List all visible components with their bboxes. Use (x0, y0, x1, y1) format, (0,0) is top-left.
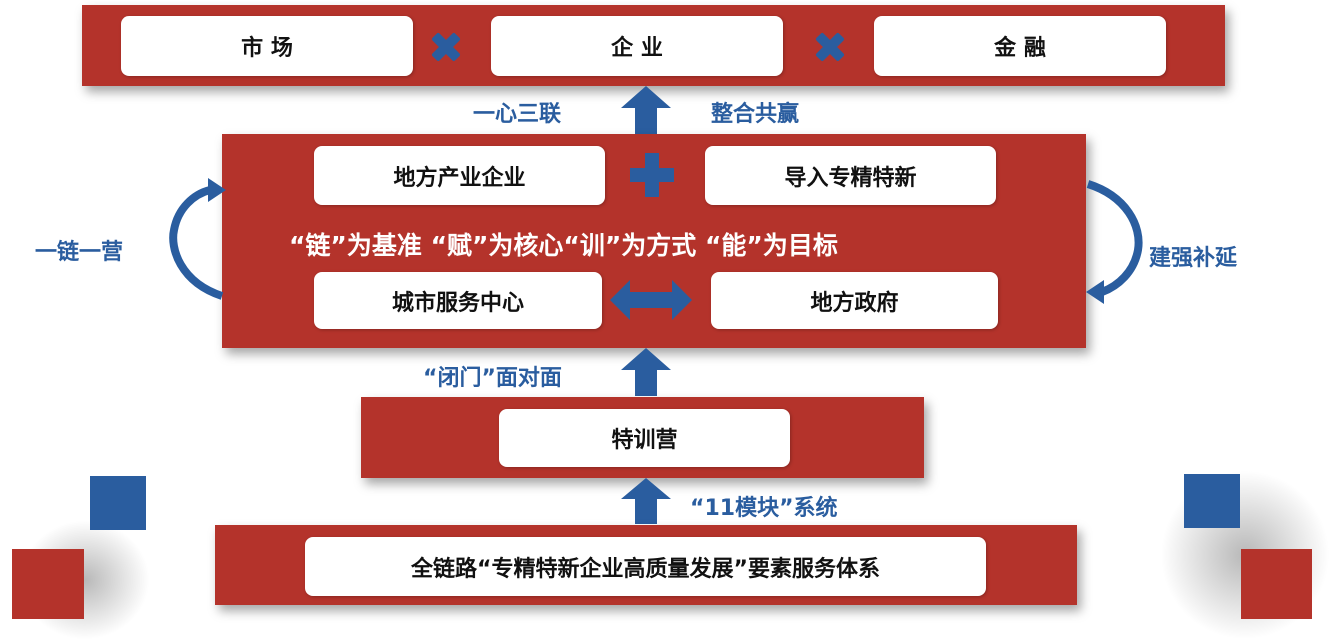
local-industry-box: 地方产业企业 (314, 146, 605, 205)
up-arrow-icon-middle (621, 348, 671, 396)
camp-box: 特训营 (499, 409, 790, 467)
city-center-box: 城市服务中心 (314, 272, 602, 329)
introduce-box: 导入专精特新 (705, 146, 996, 205)
side-right-label: 建强补延 (1149, 246, 1238, 271)
link-left-label: 一心三联 (473, 102, 562, 127)
deco-blue-square-right (1184, 474, 1240, 528)
link-right-label: 整合共赢 (711, 102, 800, 127)
multiply-icon-left (431, 32, 461, 62)
up-arrow-icon-top (621, 86, 671, 134)
deco-blue-square-left (90, 476, 146, 530)
side-left-label: 一链一营 (35, 240, 124, 265)
curved-arrow-icon-left (169, 178, 226, 300)
market-box: 市 场 (121, 16, 413, 76)
enterprise-box: 企 业 (491, 16, 783, 76)
link-mid-label: “闭门”面对面 (423, 366, 562, 391)
link-bottom-label: “11模块”系统 (690, 496, 838, 521)
local-gov-box: 地方政府 (711, 272, 998, 329)
finance-box: 金 融 (874, 16, 1166, 76)
curved-arrow-icon-right (1086, 180, 1143, 304)
deco-red-square-right (1241, 549, 1312, 619)
up-arrow-icon-bottom (621, 478, 671, 524)
principle-text: “链”为基准 “赋”为核心“训”为方式 “能”为目标 (289, 231, 838, 260)
base-box: 全链路“专精特新企业高质量发展”要素服务体系 (305, 537, 986, 596)
plus-icon (630, 153, 674, 197)
double-arrow-icon (610, 280, 692, 320)
multiply-icon-right (815, 32, 845, 62)
deco-red-square-left (12, 549, 84, 619)
